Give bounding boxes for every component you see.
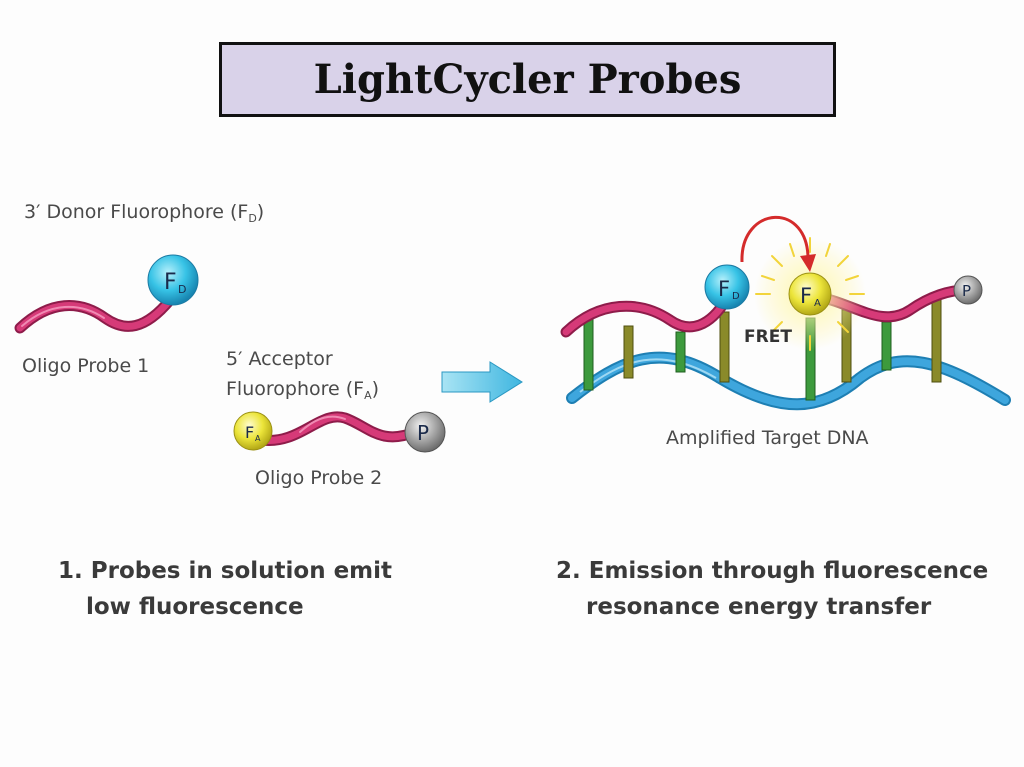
bound-quencher-p-icon: P (953, 275, 983, 305)
step1-caption-line1: 1. Probes in solution emit (58, 558, 392, 584)
oligo-probe-1-label: Oligo Probe 1 (22, 355, 149, 377)
slide-title: LightCycler Probes (313, 56, 742, 103)
target-dna-strand (566, 351, 1011, 411)
fret-transfer-arrow-icon (740, 215, 816, 272)
acceptor-fluorophore-icon: F A (233, 411, 273, 451)
step1-caption-line2: low fluorescence (86, 594, 304, 620)
svg-text:P: P (962, 282, 971, 300)
acceptor-label-line1: 5′ Acceptor (226, 348, 333, 370)
target-dna-label: Amplified Target DNA (666, 427, 869, 449)
svg-text:A: A (255, 434, 261, 443)
svg-text:F: F (718, 277, 730, 301)
step2-caption-line2: resonance energy transfer (586, 594, 932, 620)
svg-text:P: P (417, 421, 429, 445)
bound-acceptor-fluorophore-icon: F A (788, 272, 832, 316)
fret-label: FRET (744, 327, 792, 347)
title-box: LightCycler Probes (219, 42, 836, 117)
svg-text:F: F (245, 423, 254, 442)
svg-text:F: F (800, 284, 812, 308)
donor-fluorophore-icon: F D (147, 254, 199, 306)
svg-text:D: D (732, 291, 740, 302)
step2-caption-line1: 2. Emission through fluorescence (556, 558, 988, 584)
svg-text:F: F (164, 270, 177, 295)
oligo-probe-1-strand (14, 294, 176, 334)
bound-donor-fluorophore-icon: F D (704, 264, 750, 310)
oligo-probe-2-strand (256, 411, 421, 446)
svg-text:D: D (178, 283, 186, 296)
acceptor-label-line2: Fluorophore (FA) (226, 378, 379, 402)
oligo-probe-2-label: Oligo Probe 2 (255, 467, 382, 489)
quencher-p-icon: P (404, 411, 446, 453)
donor-label: 3′ Donor Fluorophore (FD) (24, 201, 264, 225)
process-arrow-icon (441, 361, 523, 403)
svg-text:A: A (814, 298, 821, 309)
